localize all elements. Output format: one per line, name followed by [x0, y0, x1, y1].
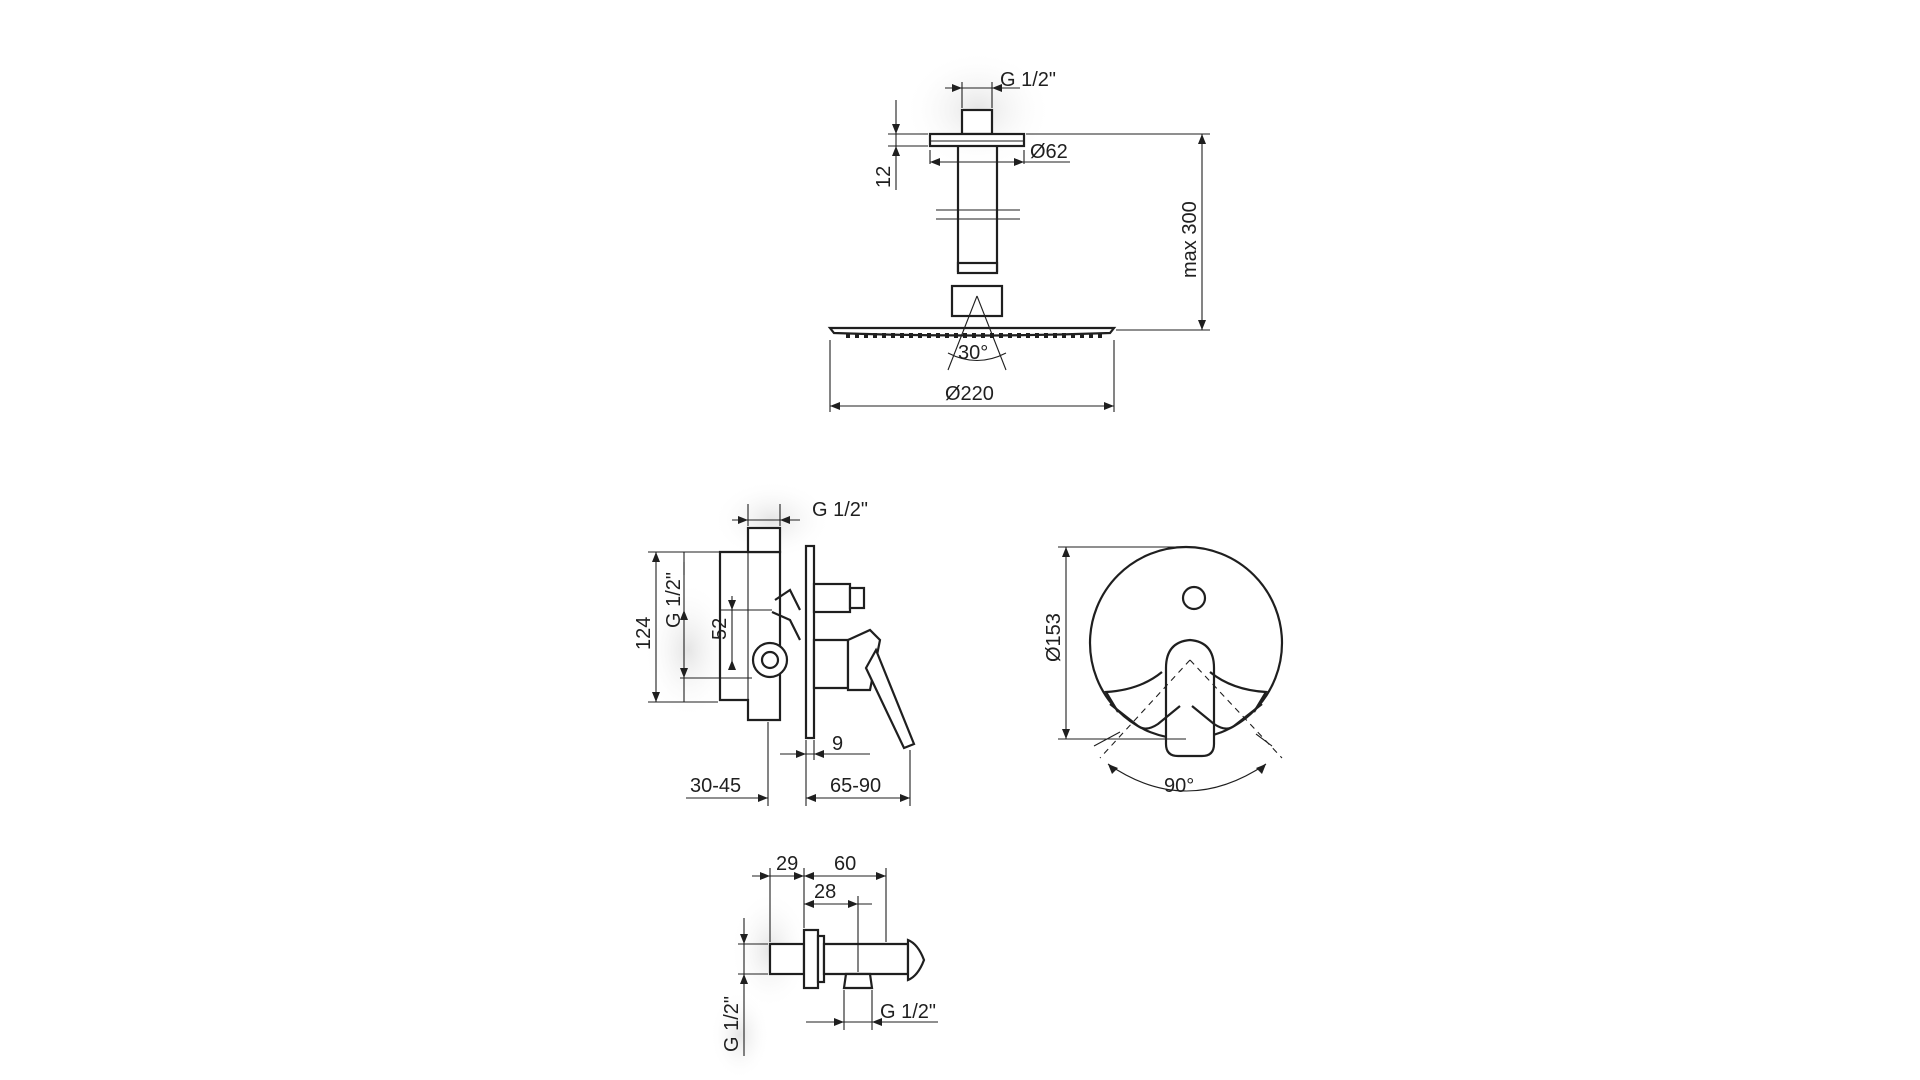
label-mixer-height: 124	[633, 617, 655, 650]
nozzle	[1026, 333, 1030, 338]
front-lever	[1164, 638, 1216, 758]
wall-elbow-view: 29 60 28 G 1/2" G 1/2"	[710, 853, 938, 1080]
label-max-length: max 300	[1179, 201, 1201, 278]
label-mixer-thread-top: G 1/2"	[812, 499, 868, 521]
label-mixer-depth: 30-45	[690, 775, 741, 797]
nozzle	[846, 333, 850, 338]
label-elbow-thread-bottom: G 1/2"	[880, 1001, 936, 1023]
nozzle	[1080, 333, 1084, 338]
side-inlet	[751, 641, 789, 679]
diverter-knob	[1181, 585, 1207, 611]
nozzle	[909, 333, 913, 338]
label-head-dia: Ø220	[945, 383, 994, 405]
nozzle	[855, 333, 859, 338]
label-mixer-thread-side: G 1/2"	[663, 572, 685, 628]
label-flange-dia: Ø62	[1030, 141, 1068, 163]
nozzle	[1098, 333, 1102, 338]
nozzle	[1089, 333, 1093, 338]
wall-plate	[804, 544, 816, 740]
nozzle	[1035, 333, 1039, 338]
label-head-thread: G 1/2"	[1000, 69, 1056, 91]
nozzle	[1053, 333, 1057, 338]
nozzle	[981, 333, 985, 338]
handle-base	[812, 638, 850, 690]
hand-shower-holder	[906, 938, 926, 982]
label-flange-h: 12	[873, 166, 895, 188]
diverter-button	[812, 582, 852, 614]
head-joint	[950, 284, 1004, 318]
label-elbow-28: 28	[814, 881, 836, 903]
nozzle	[936, 333, 940, 338]
nozzle	[900, 333, 904, 338]
hose-outlet	[842, 972, 874, 990]
nozzle	[972, 333, 976, 338]
label-spray-angle: 30°	[958, 342, 988, 364]
nozzle	[873, 333, 877, 338]
nozzle	[1017, 333, 1021, 338]
shower-head-view: 30° G 1/2" Ø62 12 max 300	[827, 50, 1210, 412]
nozzle	[918, 333, 922, 338]
nozzle	[945, 333, 949, 338]
nozzle	[1062, 333, 1066, 338]
label-mixer-projection: 65-90	[830, 775, 881, 797]
lever-handle	[864, 647, 916, 750]
nozzle	[954, 333, 958, 338]
nozzle-row	[846, 333, 1102, 338]
nozzle	[963, 333, 967, 338]
label-mixer-9: 9	[832, 733, 843, 755]
mixer-side-view: G 1/2" 124 G 1/2" 52 9	[633, 480, 916, 806]
label-plate-dia: Ø153	[1043, 613, 1065, 662]
elbow-body	[822, 942, 910, 976]
nozzle	[1071, 333, 1075, 338]
label-elbow-thread-side: G 1/2"	[721, 996, 743, 1052]
mixer-front-view: 90° Ø153	[1043, 545, 1284, 797]
nozzle	[927, 333, 931, 338]
elbow-flange	[802, 928, 820, 990]
nozzle	[999, 333, 1003, 338]
nozzle	[882, 333, 886, 338]
thread-nipple	[960, 108, 994, 136]
nozzle	[891, 333, 895, 338]
nozzle	[864, 333, 868, 338]
elbow-thread	[768, 942, 806, 976]
nozzle	[1008, 333, 1012, 338]
label-mixer-52: 52	[709, 618, 731, 640]
label-elbow-60: 60	[834, 853, 856, 875]
label-elbow-29: 29	[776, 853, 798, 875]
nozzle	[1044, 333, 1048, 338]
ceiling-flange	[928, 132, 1026, 148]
label-rotation-angle: 90°	[1164, 775, 1194, 797]
